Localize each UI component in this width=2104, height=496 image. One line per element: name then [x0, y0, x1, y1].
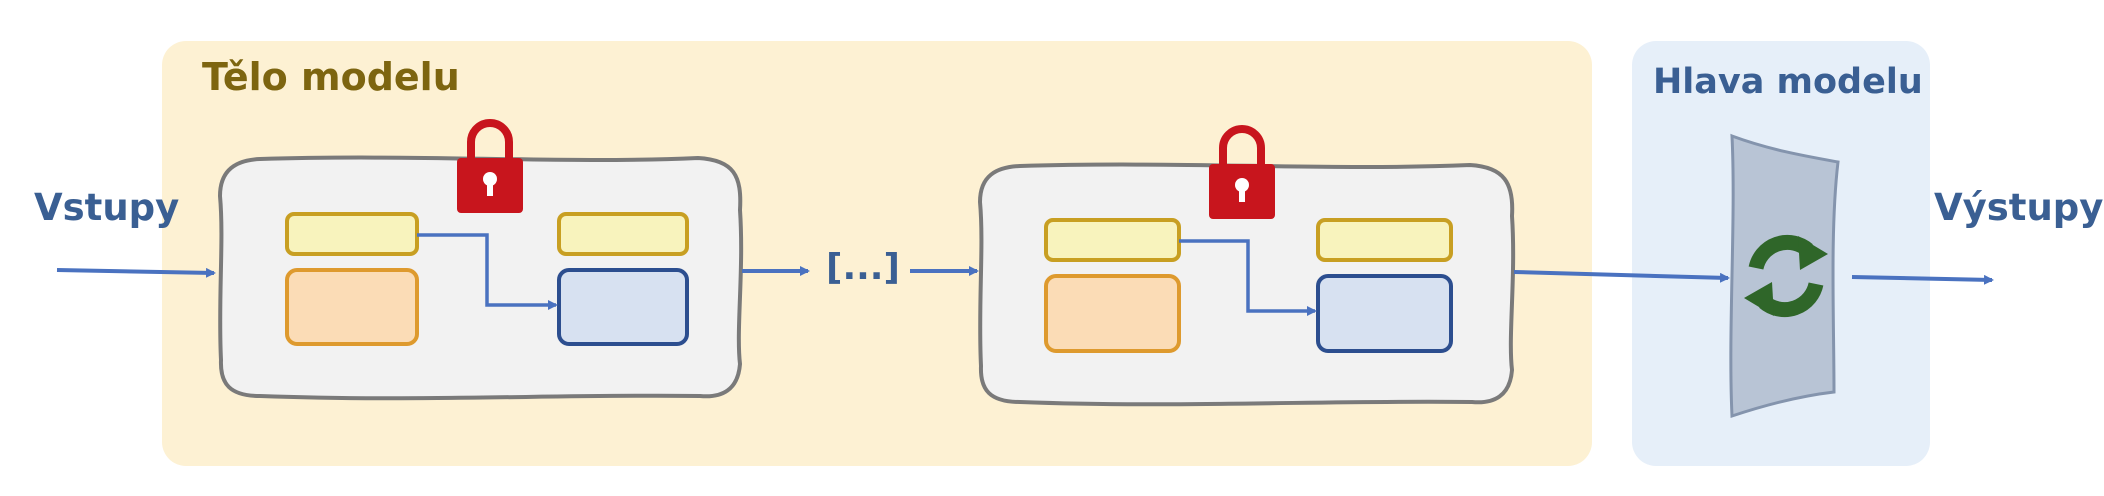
inputs-label: Vstupy [34, 186, 180, 229]
ellipsis-label: [...] [826, 247, 900, 288]
refresh-icon [1744, 234, 1828, 318]
block-2-orange [1044, 274, 1181, 353]
lock-icon [457, 119, 523, 213]
block-1-inner-arrow [417, 233, 558, 310]
block-1-yellow-left [285, 212, 419, 256]
head-layer [1729, 133, 1840, 419]
block-1-orange [285, 268, 419, 346]
block-1-yellow-right [557, 212, 689, 256]
block-2-yellow-right [1316, 218, 1453, 262]
input-arrow [56, 267, 216, 278]
block-2-inner-arrow [1179, 239, 1317, 316]
block-1-blue [557, 268, 689, 346]
lock-icon [1209, 125, 1275, 219]
output-arrow [1851, 274, 1994, 285]
outputs-label: Výstupy [1934, 186, 2104, 229]
block-2-blue [1316, 274, 1453, 353]
model-head-title: Hlava modelu [1653, 62, 1923, 102]
block-2-to-head-arrow [1513, 270, 1730, 283]
model-block-1 [217, 155, 744, 401]
model-body-title: Tělo modelu [202, 55, 460, 99]
block-2-yellow-left [1044, 218, 1181, 262]
model-block-2 [977, 162, 1516, 407]
